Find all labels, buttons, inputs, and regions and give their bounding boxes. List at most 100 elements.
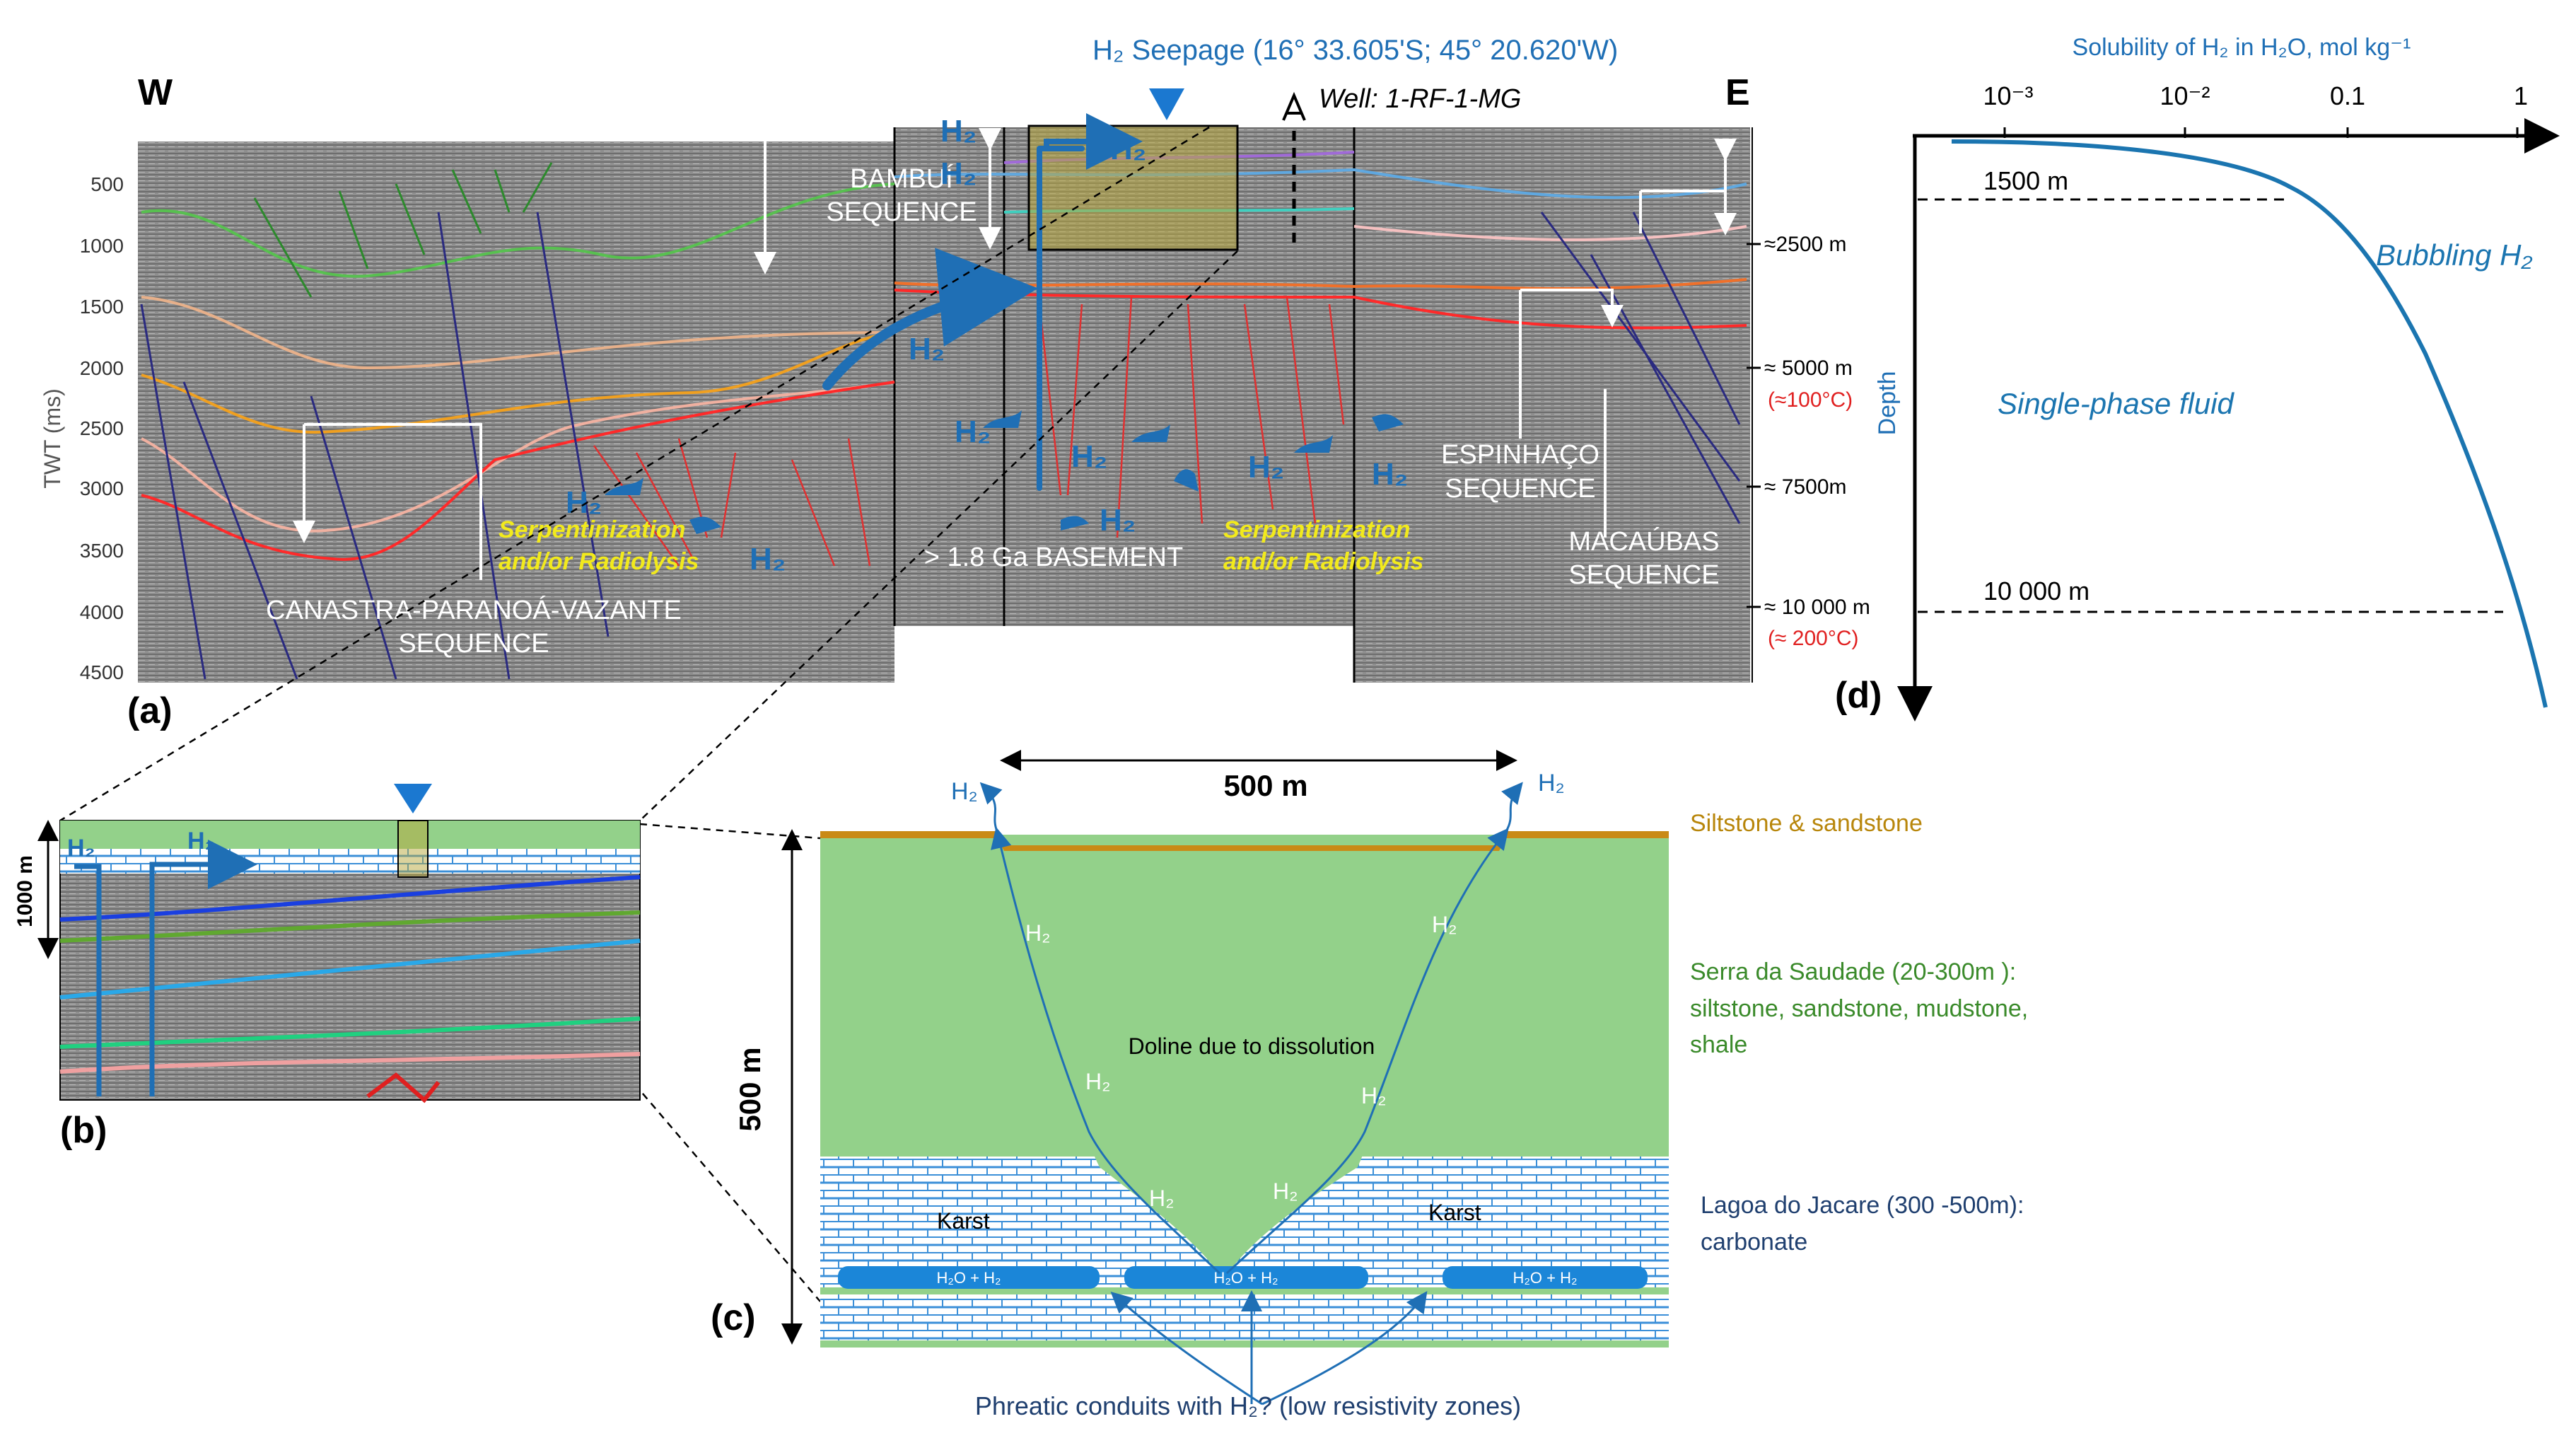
h2-label-c: H₂ bbox=[1025, 920, 1051, 946]
siltstone-layer bbox=[820, 831, 1669, 851]
depth-tick: ≈ 5000 m bbox=[1764, 357, 1853, 380]
panel-c: H₂O + H₂ H₂O + H₂ H₂O + H₂ H₂ H₂ H₂ H₂ H… bbox=[711, 750, 2028, 1420]
height-scale-c: 500 m bbox=[733, 1047, 767, 1131]
layer-top-label: Siltstone & sandstone bbox=[1690, 810, 1923, 837]
panel-a: W E H₂ Seepage (16° 33.605'S; 45° 20.620… bbox=[40, 35, 1901, 731]
bambui-label: BAMBUÍ bbox=[850, 163, 953, 194]
twt-tick: 1500 bbox=[80, 296, 124, 318]
twt-tick: 2500 bbox=[80, 417, 124, 439]
twt-tick: 3500 bbox=[80, 540, 124, 562]
depth-ticks: ≈2500 m ≈ 5000 m (≈100°C) ≈ 7500m ≈ 10 0… bbox=[1747, 233, 1870, 650]
zoom-connectors bbox=[59, 126, 1238, 1302]
h2-label-b: H₂ bbox=[67, 835, 95, 862]
doline-label: Doline due to dissolution bbox=[1129, 1033, 1375, 1059]
h2-label: H₂ bbox=[940, 114, 977, 149]
phreatic-label: Phreatic conduits with H₂? (low resistiv… bbox=[975, 1391, 1521, 1420]
depth-tick: ≈ 7500m bbox=[1764, 475, 1847, 499]
depth-tick: ≈2500 m bbox=[1764, 233, 1847, 256]
h2-label-c: H₂ bbox=[1149, 1186, 1175, 1211]
depth-axis-label: Depth bbox=[1874, 371, 1901, 436]
twt-tick: 1000 bbox=[80, 235, 124, 257]
h2-label: H₂ bbox=[1110, 132, 1146, 166]
panel-d: Solubility of H₂ in H₂O, mol kg⁻¹ 10⁻³ 1… bbox=[1835, 34, 2560, 722]
h2-label-c: H₂ bbox=[1361, 1083, 1387, 1108]
temp-tick: (≈100°C) bbox=[1768, 388, 1853, 412]
seismic-section-east bbox=[1354, 127, 1750, 683]
panel-a-label: (a) bbox=[127, 690, 173, 731]
east-label: E bbox=[1725, 72, 1750, 113]
espinhaco-label-2: SEQUENCE bbox=[1445, 474, 1595, 504]
canastra-label-2: SEQUENCE bbox=[398, 629, 549, 659]
x-tick-d: 10⁻³ bbox=[1983, 81, 2033, 110]
well-symbol bbox=[1282, 91, 1306, 121]
serpentinization-right: Serpentinization bbox=[1223, 516, 1410, 543]
karst-label-left: Karst bbox=[937, 1208, 990, 1234]
serra-da-saudade-lith: siltstone, sandstone, mudstone, bbox=[1690, 995, 2028, 1022]
h2-label: H₂ bbox=[940, 156, 977, 191]
bubbling-label: Bubbling H₂ bbox=[2376, 238, 2532, 272]
twt-axis-label: TWT (ms) bbox=[40, 388, 65, 489]
faults-green bbox=[253, 162, 553, 298]
serra-da-saudade-label: Serra da Saudade (20-300m ): bbox=[1690, 958, 2016, 985]
twt-tick: 2000 bbox=[80, 357, 124, 379]
h2-label-b: H₂ bbox=[187, 828, 216, 854]
h2-label: H₂ bbox=[1248, 450, 1284, 485]
h2-label-c: H₂ bbox=[1273, 1178, 1298, 1204]
width-scale-c: 500 m bbox=[1223, 769, 1307, 802]
solubility-curve bbox=[1951, 139, 2548, 708]
h2-label: H₂ bbox=[1071, 439, 1107, 474]
x-axis-title-d: Solubility of H₂ in H₂O, mol kg⁻¹ bbox=[2073, 34, 2411, 61]
h2o-h2-label: H₂O + H₂ bbox=[936, 1269, 1001, 1287]
h2-label: H₂ bbox=[1100, 503, 1136, 538]
panel-b-label: (b) bbox=[60, 1110, 107, 1151]
faults-red bbox=[593, 296, 1345, 567]
panel-b: 1000 m H₂ H₂ (b) bbox=[13, 784, 641, 1151]
panel-d-label: (d) bbox=[1835, 675, 1882, 716]
seepage-marker-b bbox=[394, 784, 432, 813]
serra-da-saudade-lith-2: shale bbox=[1690, 1031, 1747, 1058]
lagoa-do-jacare-label: Lagoa do Jacare (300 -500m): bbox=[1701, 1192, 2024, 1219]
h2-label: H₂ bbox=[566, 485, 602, 520]
zoom-box-b bbox=[397, 820, 429, 878]
canastra-label: CANASTRA-PARANOÁ-VAZANTE bbox=[266, 595, 682, 625]
karst-label-right: Karst bbox=[1428, 1200, 1481, 1225]
x-tick-d: 0.1 bbox=[2330, 81, 2365, 110]
depth-tick: ≈ 10 000 m bbox=[1764, 596, 1870, 619]
h2-label-c-top: H₂ bbox=[1538, 770, 1565, 796]
radiolysis-left: and/or Radiolysis bbox=[499, 548, 699, 575]
depth-1500-label: 1500 m bbox=[1983, 166, 2068, 195]
west-label: W bbox=[138, 72, 173, 113]
twt-tick: 500 bbox=[91, 173, 124, 195]
h2-label-c-top: H₂ bbox=[951, 778, 978, 805]
twt-tick: 4500 bbox=[80, 661, 124, 683]
h2-label: H₂ bbox=[750, 542, 786, 576]
lagoa-do-jacare-lith: carbonate bbox=[1701, 1229, 1807, 1256]
twt-tick: 4000 bbox=[80, 601, 124, 623]
h2-label: H₂ bbox=[1372, 457, 1408, 492]
h2o-h2-label: H₂O + H₂ bbox=[1513, 1269, 1577, 1287]
x-tick-d: 10⁻² bbox=[2160, 81, 2210, 110]
h2-label-c: H₂ bbox=[1432, 912, 1457, 937]
espinhaco-label: ESPINHAÇO bbox=[1441, 440, 1599, 470]
depth-scale-b: 1000 m bbox=[13, 855, 37, 927]
h2o-h2-label: H₂O + H₂ bbox=[1213, 1269, 1278, 1287]
radiolysis-right: and/or Radiolysis bbox=[1223, 548, 1423, 575]
well-label: Well: 1-RF-1-MG bbox=[1319, 84, 1521, 114]
depth-10000-label: 10 000 m bbox=[1983, 576, 2090, 605]
doline bbox=[997, 835, 1506, 1280]
serpentinization-left: Serpentinization bbox=[499, 516, 685, 543]
seepage-title: H₂ Seepage (16° 33.605'S; 45° 20.620'W) bbox=[1092, 35, 1618, 66]
h2-label-c: H₂ bbox=[1085, 1069, 1111, 1094]
faults-navy bbox=[140, 211, 1741, 680]
twt-ticks: 500 1000 1500 2000 2500 3000 3500 4000 4… bbox=[80, 173, 124, 683]
seepage-marker bbox=[1149, 88, 1184, 120]
bambui-label-2: SEQUENCE bbox=[826, 197, 977, 227]
macaubas-label: MACAÚBAS bbox=[1568, 526, 1719, 557]
twt-tick: 3000 bbox=[80, 477, 124, 499]
temp-tick: (≈ 200°C) bbox=[1768, 627, 1859, 650]
x-tick-d: 1 bbox=[2514, 81, 2528, 110]
h2-label: H₂ bbox=[955, 415, 991, 449]
panel-c-label: (c) bbox=[711, 1297, 756, 1338]
h2-label: H₂ bbox=[909, 332, 945, 366]
